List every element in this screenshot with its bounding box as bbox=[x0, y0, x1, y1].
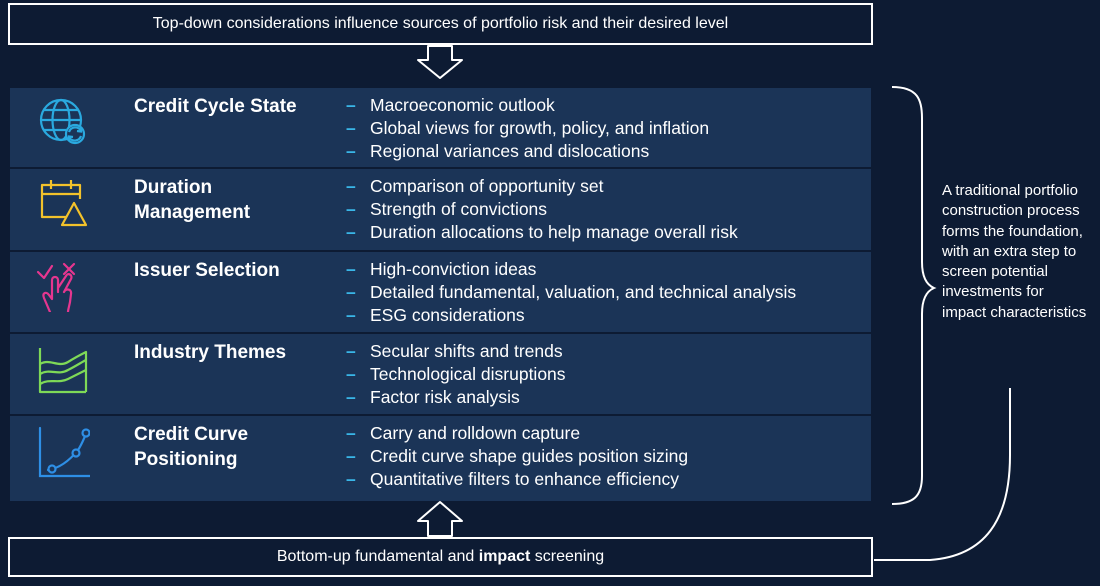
bullet-list: –Secular shifts and trends –Technologica… bbox=[346, 340, 566, 409]
row-title: Credit Cycle State bbox=[134, 96, 297, 117]
up-arrow bbox=[417, 501, 463, 537]
row-title: Credit Curve Positioning bbox=[134, 424, 249, 470]
bullet-item: –Comparison of opportunity set bbox=[346, 176, 604, 196]
right-bracket bbox=[891, 86, 937, 505]
connector-curve bbox=[874, 388, 1011, 561]
bottom-banner: Bottom-up fundamental and impact screeni… bbox=[8, 537, 873, 577]
curve-chart-icon bbox=[38, 426, 90, 478]
globe-cycle-icon bbox=[39, 98, 86, 145]
bullet-item: –Secular shifts and trends bbox=[346, 341, 563, 361]
top-banner: Top-down considerations influence source… bbox=[8, 3, 873, 45]
bullet-item: –Technological disruptions bbox=[346, 364, 566, 384]
top-banner-text: Top-down considerations influence source… bbox=[152, 15, 729, 32]
bullet-item: –Regional variances and dislocations bbox=[346, 141, 650, 161]
down-arrow bbox=[417, 45, 463, 79]
bullet-item: –High-conviction ideas bbox=[346, 259, 537, 279]
bullet-list: –High-conviction ideas –Detailed fundame… bbox=[346, 258, 796, 327]
calendar-warning-icon bbox=[40, 180, 88, 227]
bullet-item: –Detailed fundamental, valuation, and te… bbox=[346, 282, 797, 302]
bullet-item: –Macroeconomic outlook bbox=[346, 95, 555, 115]
bullet-item: –Quantitative filters to enhance efficie… bbox=[346, 469, 680, 489]
row-issuer-selection: Issuer Selection –High-conviction ideas … bbox=[10, 252, 871, 334]
bullet-item: –ESG considerations bbox=[346, 305, 525, 325]
row-title: Industry Themes bbox=[134, 342, 287, 363]
area-chart-icon bbox=[38, 348, 88, 394]
side-note: A traditional portfolio construction pro… bbox=[942, 182, 1087, 321]
row-duration-management: Duration Management –Comparison of oppor… bbox=[10, 169, 871, 252]
bullet-list: –Carry and rolldown capture –Credit curv… bbox=[346, 422, 688, 491]
bullet-item: –Global views for growth, policy, and in… bbox=[346, 118, 710, 138]
bullet-list: –Macroeconomic outlook –Global views for… bbox=[346, 94, 709, 163]
bullet-item: –Credit curve shape guides position sizi… bbox=[346, 446, 689, 466]
bullet-item: –Duration allocations to help manage ove… bbox=[346, 222, 738, 242]
row-title: Duration Management bbox=[134, 177, 251, 223]
hand-select-icon bbox=[36, 262, 76, 312]
bullet-list: –Comparison of opportunity set –Strength… bbox=[346, 175, 738, 244]
impact-emphasis: impact bbox=[478, 548, 531, 565]
row-title: Issuer Selection bbox=[134, 260, 280, 281]
bullet-item: –Strength of convictions bbox=[346, 199, 548, 219]
category-rows: Credit Cycle State –Macroeconomic outloo… bbox=[10, 88, 871, 501]
bottom-banner-text: Bottom-up fundamental and impact screeni… bbox=[276, 548, 605, 565]
bullet-item: –Factor risk analysis bbox=[346, 387, 520, 407]
row-credit-cycle-state: Credit Cycle State –Macroeconomic outloo… bbox=[10, 88, 871, 169]
row-industry-themes: Industry Themes –Secular shifts and tren… bbox=[10, 334, 871, 416]
bullet-item: –Carry and rolldown capture bbox=[346, 423, 581, 443]
row-credit-curve-positioning: Credit Curve Positioning –Carry and roll… bbox=[10, 416, 871, 501]
